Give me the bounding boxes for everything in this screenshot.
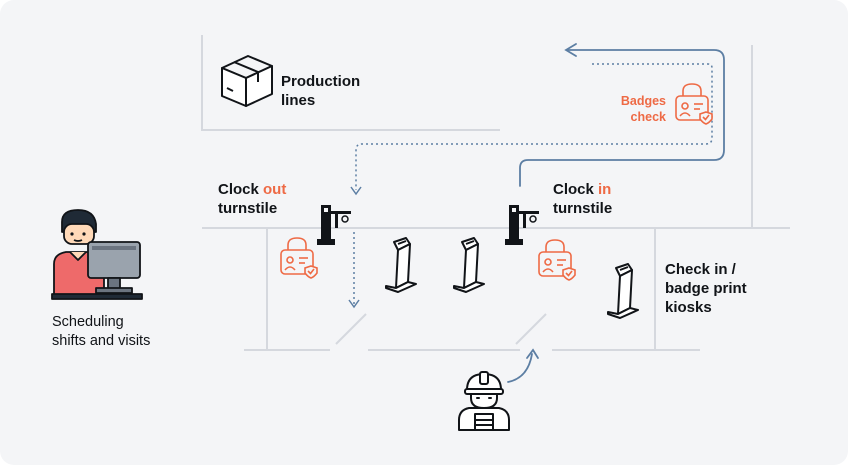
clock-in-prefix: Clock <box>553 181 599 198</box>
production-lines-line-2: lines <box>281 92 316 109</box>
production-lines-label: Production lines <box>281 72 360 110</box>
cardboard-box-icon <box>221 55 273 107</box>
clock-out-turnstile-label: Clock out turnstile <box>218 180 286 218</box>
clock-out-accent: out <box>263 181 287 198</box>
construction-worker-icon <box>458 371 510 431</box>
walls <box>201 35 790 351</box>
check-in-line-1: Check in / <box>665 261 736 278</box>
badges-check-line-1: Badges <box>620 94 666 108</box>
scheduling-line-1: Scheduling <box>52 314 124 330</box>
clock-in-accent: in <box>598 181 612 198</box>
check-in-kiosks-label: Check in / badge print kiosks <box>665 260 747 317</box>
badges-check-line-2: check <box>630 110 666 124</box>
clock-out-line-2: turnstile <box>218 200 278 217</box>
kiosk-icon <box>385 237 417 293</box>
badges-check-label: Badges check <box>596 93 666 125</box>
turnstile-icon <box>317 205 351 245</box>
scheduling-line-2: shifts and visits <box>52 333 151 349</box>
clock-out-line-1: Clock out <box>218 180 286 199</box>
badge-lock-icon <box>675 83 713 125</box>
person-at-computer-icon <box>51 209 143 300</box>
clock-out-prefix: Clock <box>218 181 264 198</box>
arrow-head-return <box>564 43 577 57</box>
check-in-line-3: kiosks <box>665 299 712 316</box>
kiosk-icon <box>607 263 639 319</box>
arrow-head-exit <box>348 299 360 309</box>
production-lines-line-1: Production <box>281 73 361 90</box>
dotted-flow <box>353 63 713 304</box>
kiosk-icon <box>453 237 485 293</box>
clock-in-line-2: turnstile <box>553 200 613 217</box>
clock-in-turnstile-label: Clock in turnstile <box>553 180 612 218</box>
clock-in-line-1: Clock in <box>553 180 612 199</box>
solid-flow <box>507 49 725 383</box>
check-in-line-2: badge print <box>665 280 747 297</box>
turnstile-icon <box>505 205 539 245</box>
arrow-head-clock-out <box>350 186 362 196</box>
badge-lock-icon <box>538 239 576 281</box>
scheduling-label: Scheduling shifts and visits <box>52 313 150 351</box>
arrow-head-entry <box>526 348 539 359</box>
badge-lock-icon <box>280 237 318 279</box>
